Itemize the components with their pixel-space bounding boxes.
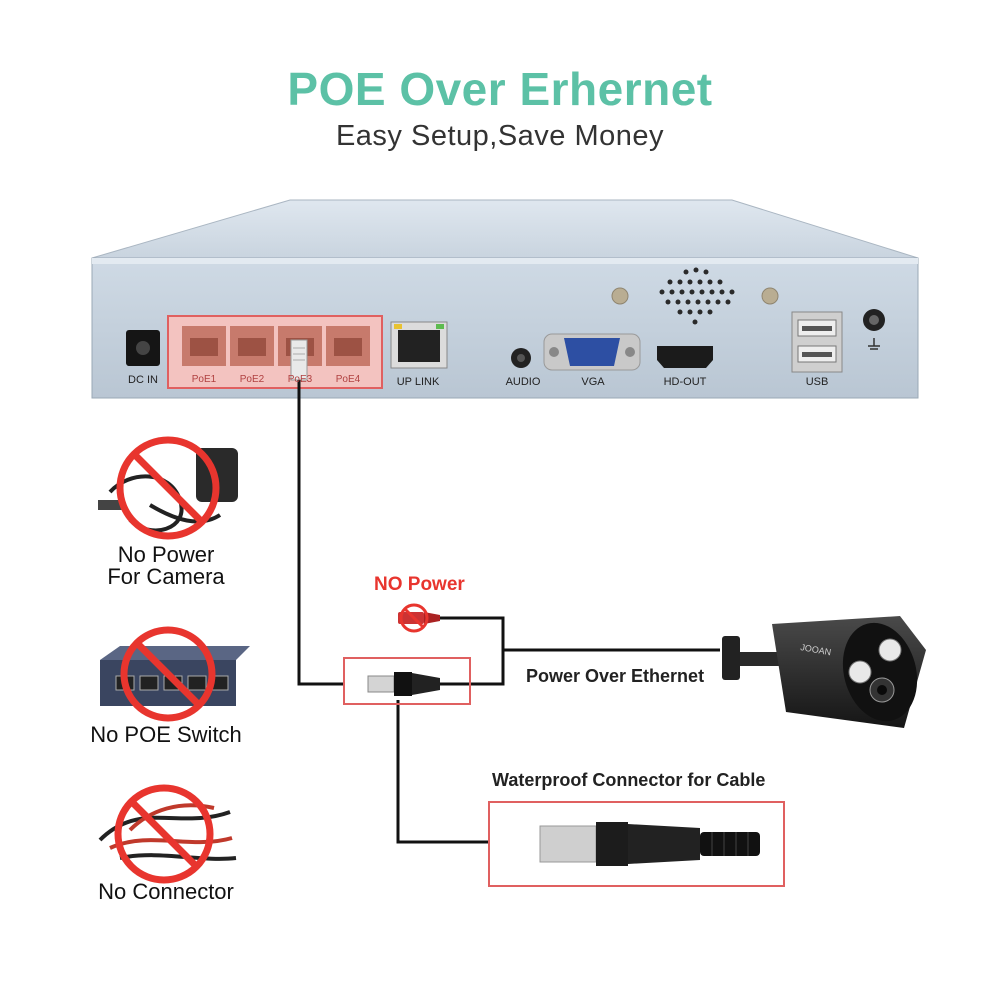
dc-in-label: DC IN <box>128 374 158 386</box>
side-item-line2: For Camera <box>107 564 225 589</box>
hdout-label: HD-OUT <box>663 376 707 388</box>
dc-plug-icon <box>398 603 440 633</box>
poe2-label: PoE2 <box>239 374 265 385</box>
no-connector-label: No Connector <box>98 879 234 904</box>
prohibit-icon <box>120 626 216 722</box>
poe-label: Power Over Ethernet <box>526 666 705 686</box>
poe-port-1 <box>182 326 226 366</box>
usb-port <box>791 311 843 373</box>
uplink-port <box>390 321 448 369</box>
bullet-camera: JOOAN <box>722 616 926 728</box>
side-item-line1: No Power <box>117 542 215 567</box>
hdmi-port <box>657 346 713 368</box>
vga-label: VGA <box>581 376 605 388</box>
ground-screw-icon <box>863 309 885 350</box>
waterproof-connector-box <box>488 801 785 887</box>
uplink-label: UP LINK <box>396 376 440 388</box>
audio-label: AUDIO <box>505 376 541 388</box>
page-title: POE Over Erhernet <box>287 63 713 115</box>
audio-port <box>511 348 531 368</box>
screw-icon <box>761 287 779 305</box>
speaker-grill-icon <box>659 267 735 325</box>
no-power-for-camera-label: No Power For Camera <box>66 544 266 588</box>
poe4-label: PoE4 <box>335 374 361 385</box>
no-power-label: NO Power <box>374 574 465 595</box>
screw-icon <box>611 287 629 305</box>
waterproof-connector-icon <box>539 822 760 866</box>
prohibit-icon <box>116 436 220 540</box>
waterproof-label: Waterproof Connector for Cable <box>492 770 766 790</box>
dc-in-port <box>126 330 160 366</box>
poe-port-2 <box>230 326 274 366</box>
nvr-device <box>91 199 919 399</box>
poe1-label: PoE1 <box>191 374 217 385</box>
poe3-label: PoE3 <box>287 374 313 385</box>
poe-port-4 <box>326 326 370 366</box>
usb-label: USB <box>805 376 829 388</box>
prohibit-icon <box>114 784 214 884</box>
no-poe-switch-label: No POE Switch <box>90 722 242 747</box>
ethernet-cable <box>297 380 720 844</box>
page-subtitle: Easy Setup,Save Money <box>335 120 665 152</box>
cable-connector-icon <box>367 672 440 696</box>
connector-highlight <box>343 657 471 705</box>
vga-port <box>543 333 641 371</box>
